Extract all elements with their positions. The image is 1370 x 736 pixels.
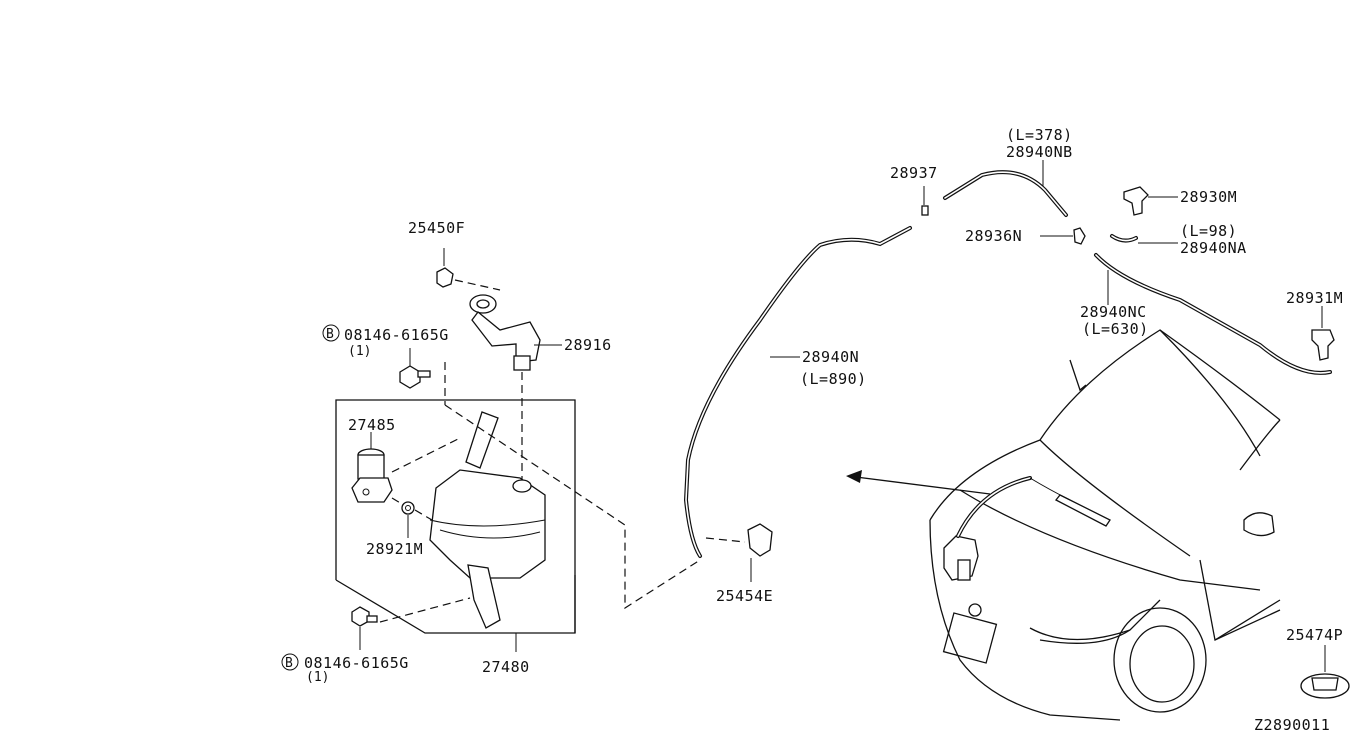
label-28940NA-length: (L=98) [1180,222,1237,240]
grommet-28921M [391,497,433,538]
bolt-08146-top [399,348,446,405]
hose-28940NA [1110,234,1178,244]
label-08146-qty-top: (1) [348,344,371,359]
bolt-08146-bottom [351,597,471,650]
washer-tank-27480 [429,411,546,652]
grommet-25474P [1300,645,1350,699]
label-28940NC-length: (L=630) [1082,320,1149,338]
label-28940NB: 28940NB [1006,143,1073,161]
label-27485: 27485 [348,416,396,434]
label-28937: 28937 [890,164,938,182]
pump-motor-27485 [351,432,461,503]
label-08146-qty-bottom: (1) [306,670,329,685]
label-28940N: 28940N [802,348,859,366]
bolt-prefix-b-icon: B [322,324,340,342]
filler-neck-28916 [469,294,562,490]
label-28940N-length: (L=890) [800,370,867,388]
clip-25454E [705,523,773,582]
svg-text:B: B [326,327,334,342]
clip-25450F [436,248,501,291]
bolt-prefix-b-icon-2: B [281,653,299,671]
vehicle-outline [929,329,1281,721]
joint-28937 [921,186,929,216]
label-08146-6165G-top: 08146-6165G [344,326,449,344]
reservoir-group-outline [335,399,576,634]
nozzle-28931M [1311,306,1335,361]
hose-28940NB [943,160,1068,217]
label-28916: 28916 [564,336,612,354]
label-08146-6165G-bottom: 08146-6165G [304,654,409,672]
svg-text:B: B [285,656,293,671]
label-28936N: 28936N [965,227,1022,245]
label-28921M: 28921M [366,540,423,558]
connector-28936N [1040,227,1086,245]
label-28931M: 28931M [1286,289,1343,307]
label-27480: 27480 [482,658,530,676]
label-25454E: 25454E [716,587,773,605]
detail-arrow [846,470,991,495]
label-25474P: 25474P [1286,626,1343,644]
label-25450F: 25450F [408,219,465,237]
hose-28940NC [1094,253,1332,375]
nozzle-28930M [1123,186,1178,216]
installed-reservoir [943,476,1071,581]
label-28940NC: 28940NC [1080,303,1147,321]
label-28940NA: 28940NA [1180,239,1247,257]
diagram-code: Z2890011 [1254,716,1330,734]
label-28930M: 28930M [1180,188,1237,206]
label-28940NB-length: (L=378) [1006,126,1073,144]
hose-28940N [683,226,912,558]
